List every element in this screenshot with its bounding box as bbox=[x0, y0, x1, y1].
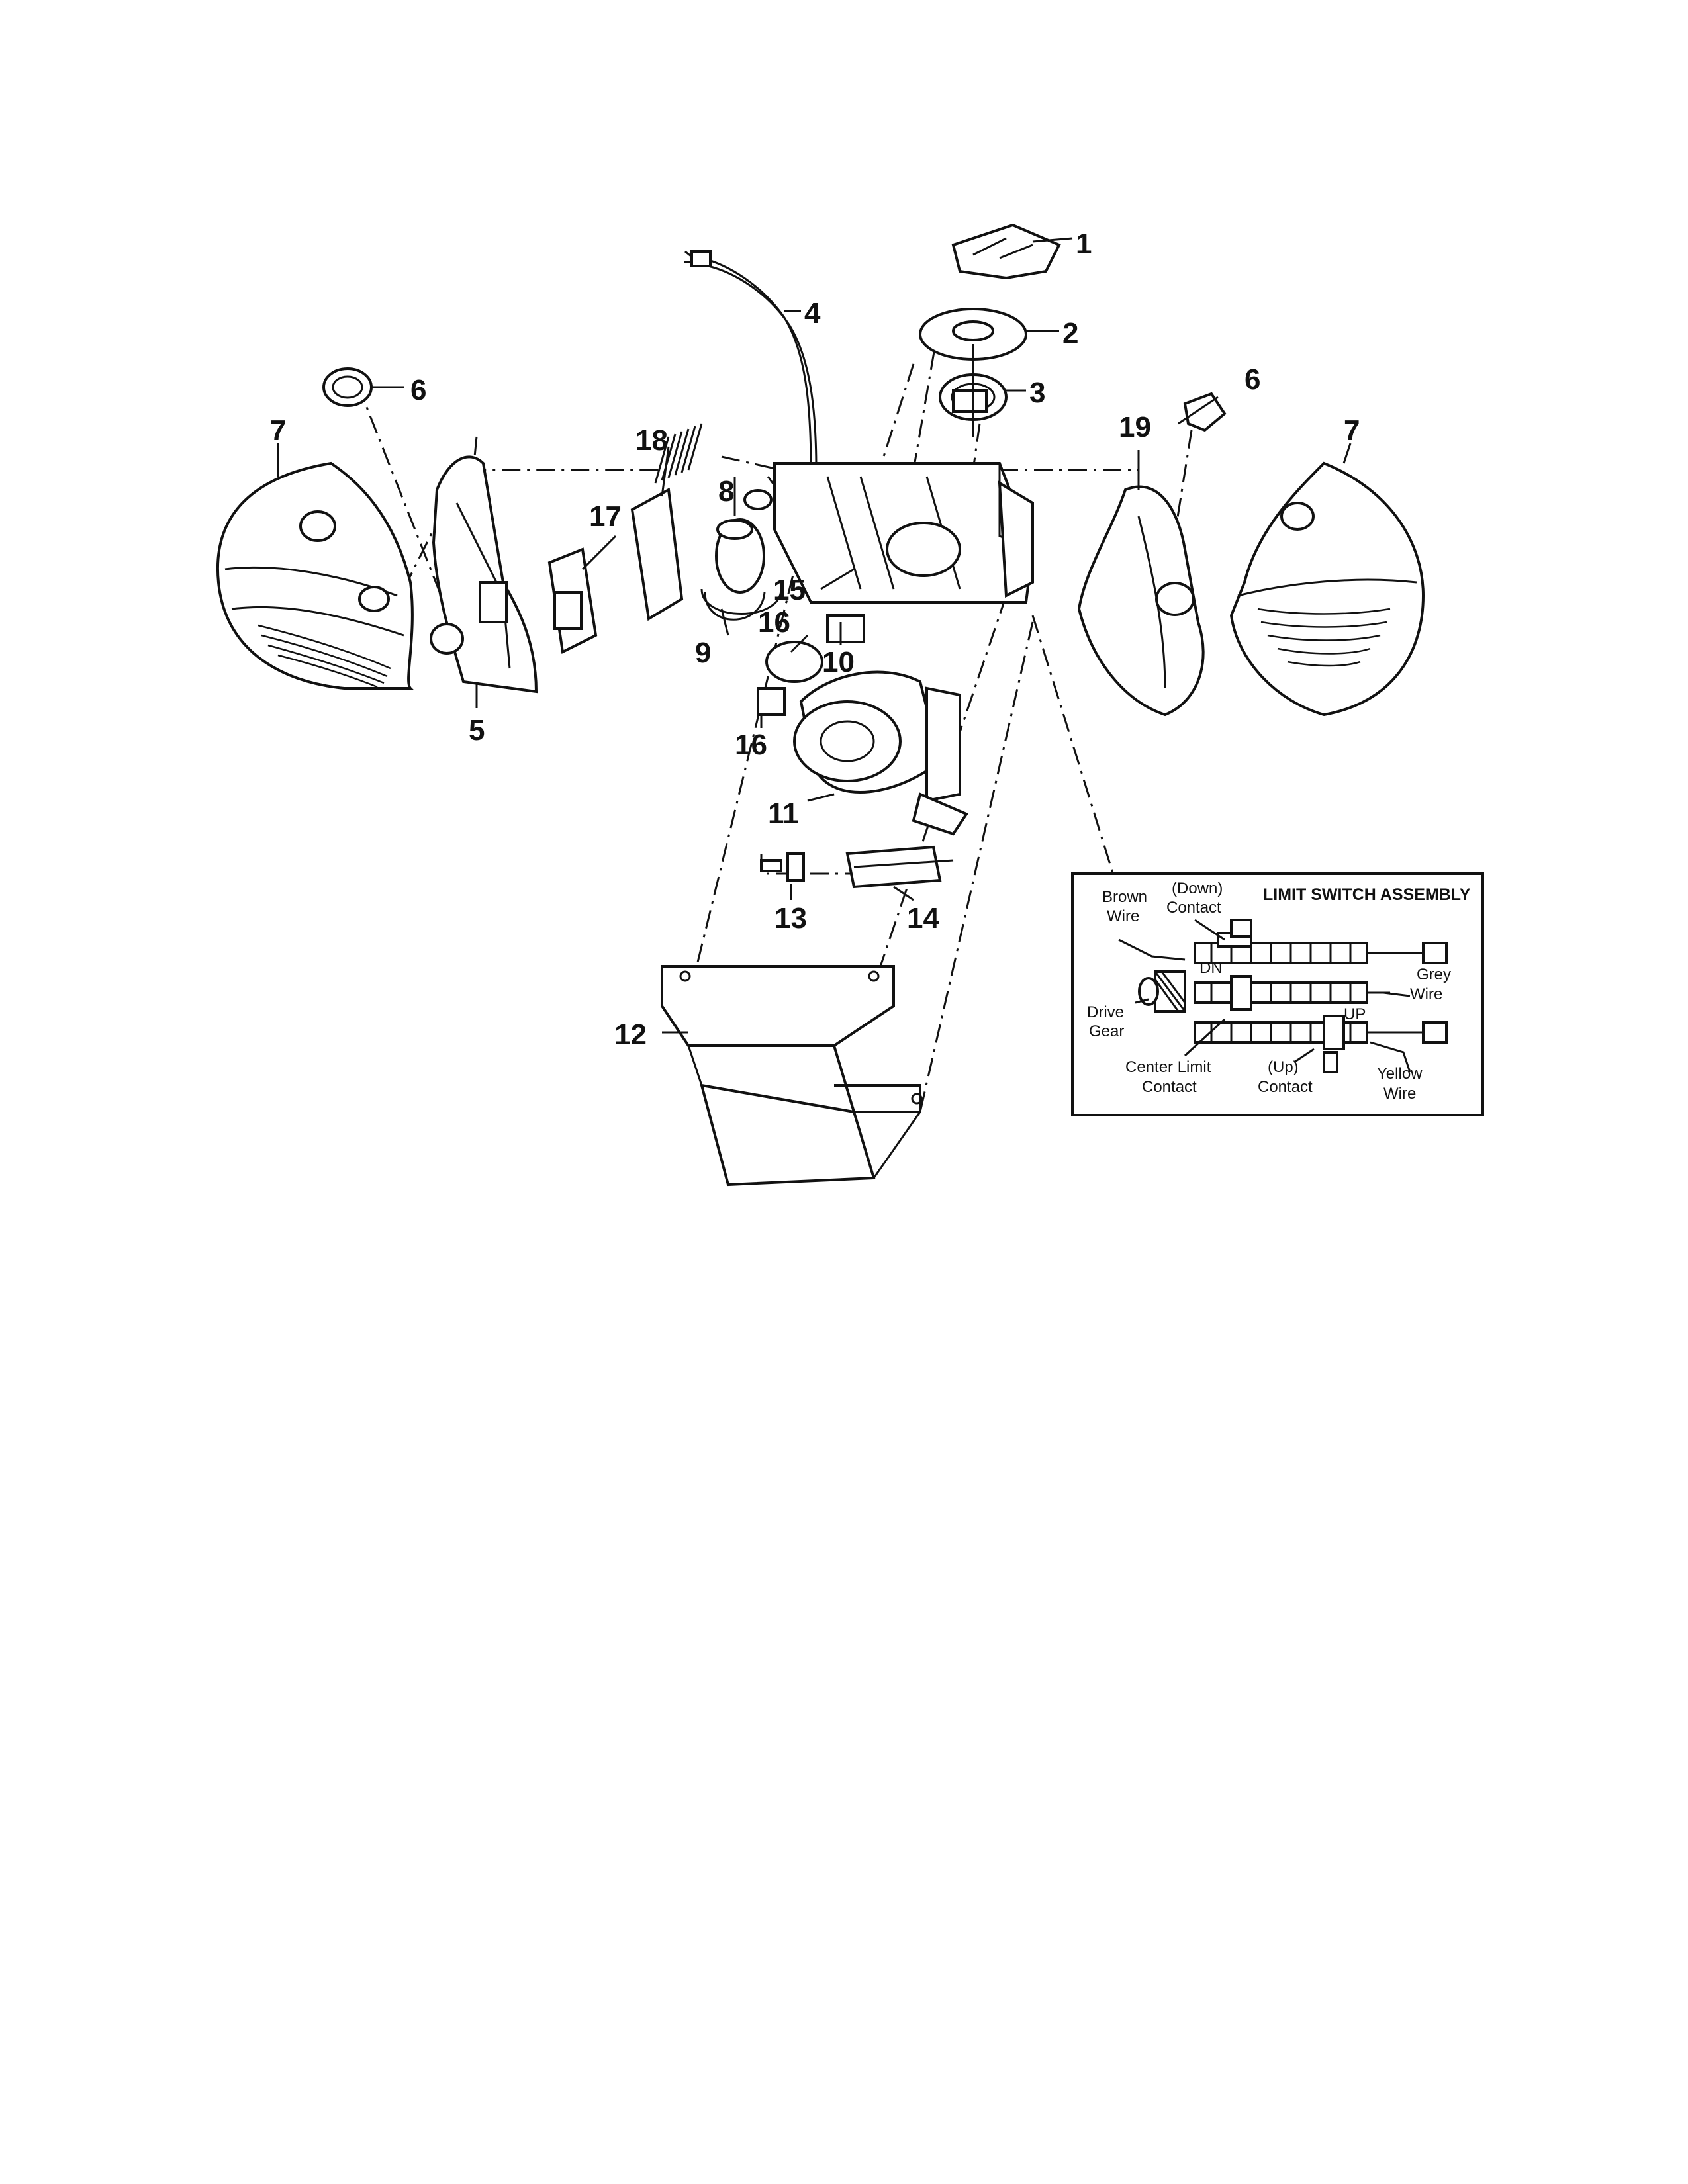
label-down-contact-1: (Down) bbox=[1172, 880, 1223, 897]
left-side-panel bbox=[430, 455, 538, 694]
motor-assembly bbox=[757, 614, 968, 836]
gear-assembly bbox=[919, 223, 1061, 437]
callout-2: 2 bbox=[1062, 317, 1078, 349]
callout-16-bottom: 16 bbox=[735, 729, 767, 761]
dn-mark: DN bbox=[1199, 959, 1223, 977]
drive-gear-icon bbox=[1138, 970, 1186, 1013]
left-end-cover bbox=[216, 461, 414, 690]
label-brown-wire-2: Wire bbox=[1107, 907, 1139, 925]
label-up-contact-1: (Up) bbox=[1268, 1058, 1299, 1076]
callout-6-left: 6 bbox=[410, 374, 426, 406]
right-end-cover bbox=[1229, 461, 1425, 717]
chassis-plate bbox=[773, 462, 1035, 604]
right-light-socket bbox=[1183, 392, 1227, 432]
label-up-contact-2: Contact bbox=[1258, 1078, 1313, 1096]
callout-8: 8 bbox=[718, 475, 734, 508]
callout-3: 3 bbox=[1029, 377, 1045, 409]
callout-14: 14 bbox=[907, 902, 939, 934]
callout-10: 10 bbox=[822, 646, 855, 678]
callout-19: 19 bbox=[1119, 411, 1151, 443]
up-mark: UP bbox=[1344, 1005, 1366, 1023]
capacitor-bracket bbox=[704, 592, 766, 621]
callout-15: 15 bbox=[773, 574, 806, 606]
inset-title: LIMIT SWITCH ASSEMBLY bbox=[1263, 886, 1471, 904]
callout-11: 11 bbox=[768, 797, 799, 830]
callout-4: 4 bbox=[804, 297, 821, 330]
callout-7-right: 7 bbox=[1344, 414, 1360, 447]
callout-7-left: 7 bbox=[270, 414, 286, 447]
contacts bbox=[1217, 919, 1345, 1073]
label-grey-wire-2: Wire bbox=[1410, 985, 1442, 1003]
callout-numbers: 1 2 3 4 5 6 6 7 7 8 9 10 11 12 13 14 15 … bbox=[270, 228, 1360, 1051]
callout-9: 9 bbox=[695, 637, 711, 669]
callout-18: 18 bbox=[635, 424, 668, 457]
callout-1: 1 bbox=[1076, 228, 1092, 260]
capacitor bbox=[700, 489, 782, 615]
label-down-contact-2: Contact bbox=[1166, 899, 1221, 917]
label-drive-gear-2: Gear bbox=[1089, 1023, 1124, 1040]
callout-16-top: 16 bbox=[758, 606, 790, 639]
inset-leaders bbox=[1118, 919, 1411, 1073]
right-side-panel bbox=[1077, 485, 1205, 717]
callout-17: 17 bbox=[589, 500, 622, 533]
leader-lines bbox=[277, 237, 1352, 1034]
limit-switch-inset: LIMIT SWITCH ASSEMBLY bbox=[1071, 872, 1484, 1116]
label-grey-wire-1: Grey bbox=[1417, 966, 1451, 983]
power-cord bbox=[684, 250, 818, 471]
callout-12: 12 bbox=[614, 1019, 647, 1051]
label-center-limit-1: Center Limit bbox=[1125, 1058, 1211, 1076]
label-yellow-wire-1: Yellow bbox=[1377, 1065, 1423, 1083]
callout-6-right: 6 bbox=[1244, 363, 1260, 396]
limit-switch-parts bbox=[760, 845, 954, 889]
callout-5: 5 bbox=[469, 714, 485, 747]
label-brown-wire-1: Brown bbox=[1102, 888, 1147, 906]
label-drive-gear-1: Drive bbox=[1087, 1003, 1124, 1021]
label-yellow-wire-2: Wire bbox=[1383, 1085, 1416, 1103]
callout-13: 13 bbox=[774, 902, 807, 934]
bottom-cover bbox=[661, 965, 923, 1187]
label-center-limit-2: Contact bbox=[1142, 1078, 1197, 1096]
logic-board-assembly bbox=[547, 423, 703, 655]
left-light-socket bbox=[322, 367, 373, 407]
